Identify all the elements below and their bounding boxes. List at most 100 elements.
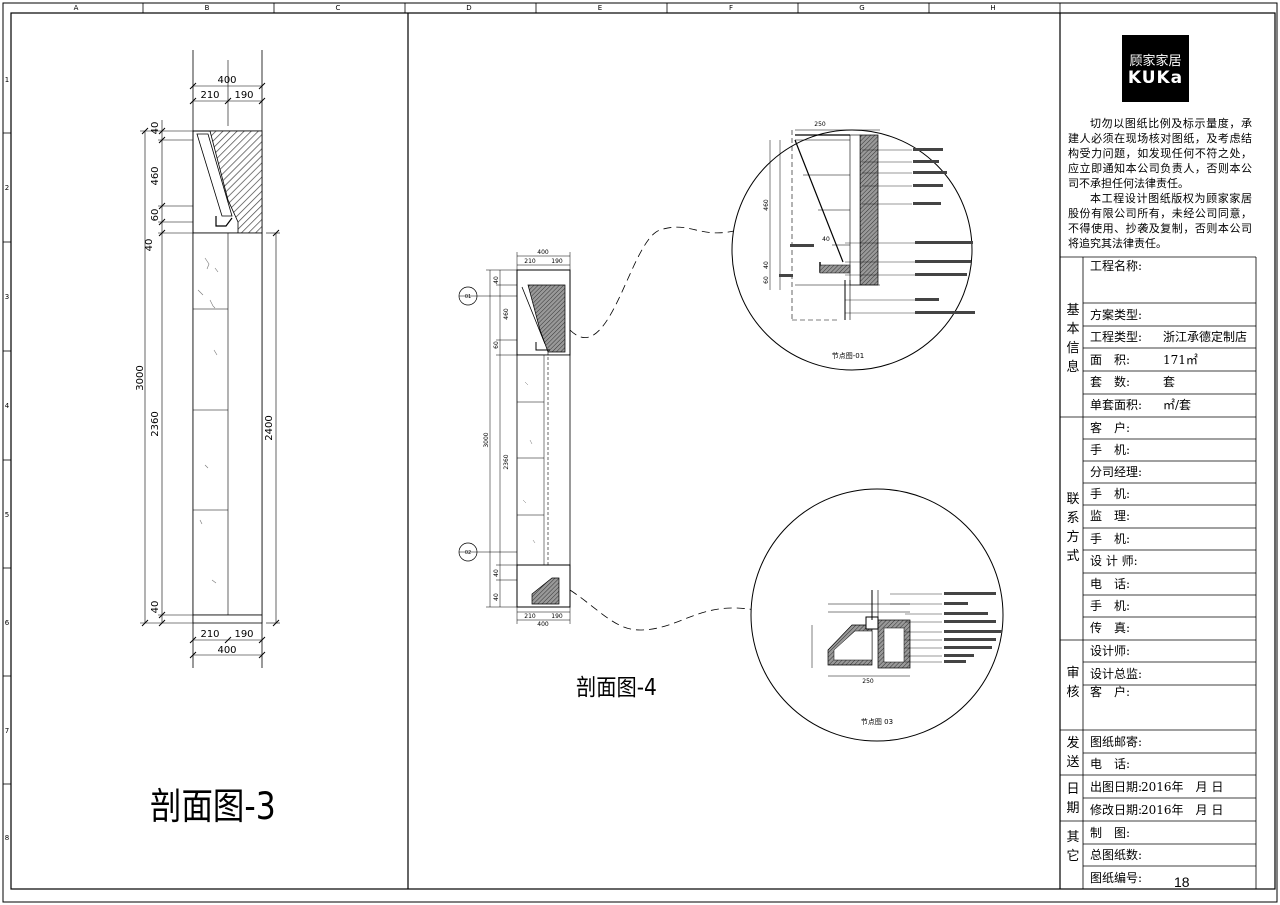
- marker-01-label: 01: [465, 294, 471, 300]
- grid-side-7: 7: [5, 727, 9, 735]
- supervisor-label: 监 理:: [1090, 509, 1131, 523]
- d01-dim-left: 40: [822, 236, 830, 243]
- review-designer-label: 设计师:: [1090, 644, 1131, 658]
- section-4-drawing: [458, 226, 756, 631]
- scheme-type-label: 方案类型:: [1090, 308, 1143, 322]
- unit-area-label: 单套面积:: [1090, 398, 1143, 412]
- area-value: 171㎡: [1163, 353, 1198, 367]
- unit-area-value: ㎡/套: [1163, 398, 1192, 412]
- detail-01-circle: [731, 129, 975, 371]
- s3-dim-2400: 2400: [264, 415, 275, 440]
- logo-en-text: KUKa: [1127, 68, 1184, 88]
- grid-top-ticks: [142, 3, 1061, 13]
- project-name-label: 工程名称:: [1090, 259, 1143, 273]
- s4-dim-40c: 40: [493, 593, 500, 601]
- detail-01-labels: 250 460 40 40 60 节点图-01: [763, 121, 864, 360]
- d01-dim-top: 250: [814, 121, 826, 128]
- sheet-no-value: 18: [1174, 874, 1190, 890]
- category-basic-info: 基本信息: [1066, 303, 1080, 375]
- category-other: 其它: [1066, 830, 1080, 864]
- phone-label-3: 手 机:: [1090, 532, 1131, 546]
- drawing-label: 制 图:: [1090, 826, 1131, 840]
- designer-label: 设 计 师:: [1090, 554, 1138, 568]
- s3-dim-60: 60: [150, 209, 161, 222]
- section-3-drawing: [140, 50, 280, 668]
- grid-top-labels: A B C D E F G H: [74, 4, 996, 12]
- section-4-dimensions: 400 210 190 210 190 400 40 460 60 3000 2…: [465, 249, 563, 628]
- detail-01-caption: 节点图-01: [832, 352, 864, 360]
- grid-side-5: 5: [5, 511, 9, 519]
- d01-dim-60: 60: [763, 276, 770, 284]
- grid-label-f: F: [729, 4, 733, 12]
- copyright-notice: 切勿以图纸比例及标示量度，承建人必须在现场核对图纸，及考虑结构受力问题，如发现任…: [1068, 116, 1252, 251]
- inner-frame: [10, 12, 1276, 890]
- s4-dim-top-left: 210: [524, 258, 536, 265]
- d01-dim-small: 40: [763, 261, 770, 269]
- review-client-label: 客 户:: [1090, 685, 1131, 699]
- logo-cn-text: 顾家家居: [1129, 54, 1182, 69]
- phone-label-4: 手 机:: [1090, 599, 1131, 613]
- kuka-logo: 顾家家居 KUKa: [1122, 35, 1189, 102]
- category-contact: 联系方式: [1066, 492, 1080, 564]
- section-3-dimensions: 400 210 190 210 190 400 40 460 60 40 300…: [135, 75, 275, 656]
- sheet-no-label: 图纸编号:: [1090, 871, 1143, 885]
- s3-dim-460: 460: [150, 166, 161, 185]
- grid-side-6: 6: [5, 619, 10, 627]
- grid-side-1: 1: [5, 76, 9, 84]
- s3-dim-40a: 40: [150, 122, 161, 135]
- grid-label-e: E: [598, 4, 602, 12]
- sets-label: 套 数:: [1090, 375, 1131, 389]
- grid-label-c: C: [336, 4, 341, 12]
- grid-label-d: D: [466, 4, 471, 12]
- s3-dim-bot-right: 190: [234, 629, 253, 640]
- sets-value: 套: [1163, 375, 1176, 389]
- s4-dim-460: 460: [503, 308, 510, 320]
- s3-dim-2360: 2360: [150, 411, 161, 436]
- title-block-grid: [1060, 256, 1257, 889]
- s4-dim-60: 60: [493, 341, 500, 349]
- fax-label: 传 真:: [1090, 621, 1131, 635]
- category-review: 审核: [1066, 666, 1080, 700]
- grid-side-3: 3: [5, 293, 9, 301]
- detail-03-circle: [750, 488, 1004, 742]
- s3-dim-bot-left: 210: [200, 629, 219, 640]
- area-label: 面 积:: [1090, 353, 1131, 367]
- grid-label-h: H: [990, 4, 995, 12]
- grid-side-labels: 1 2 3 4 5 6 7 8: [5, 76, 10, 842]
- s4-dim-bot-left: 210: [524, 613, 536, 620]
- detail-03-caption: 节点图 03: [861, 718, 893, 726]
- detail-03-labels: 250 节点图 03: [861, 678, 893, 726]
- grid-label-g: G: [859, 4, 864, 12]
- s3-dim-top-total: 400: [217, 75, 236, 86]
- branch-manager-label: 分司经理:: [1090, 465, 1143, 479]
- category-date: 日期: [1066, 782, 1080, 816]
- design-director-label: 设计总监:: [1090, 667, 1143, 681]
- s4-dim-bot-total: 400: [537, 621, 549, 628]
- s3-dim-40b: 40: [144, 239, 155, 252]
- total-sheets-label: 总图纸数:: [1090, 848, 1143, 862]
- grid-side-8: 8: [5, 834, 9, 842]
- notice-para-1: 切勿以图纸比例及标示量度，承建人必须在现场核对图纸，及考虑结构受力问题，如发现任…: [1068, 117, 1252, 190]
- s4-dim-3000: 3000: [483, 432, 490, 447]
- s4-dim-bot-right: 190: [551, 613, 563, 620]
- phone-label-2: 手 机:: [1090, 487, 1131, 501]
- s4-dim-top-total: 400: [537, 249, 549, 256]
- marker-02-label: 02: [465, 550, 471, 556]
- s3-dim-top-left: 210: [200, 90, 219, 101]
- issue-date-label: 出图日期:: [1090, 780, 1143, 794]
- grid-label-a: A: [74, 4, 79, 12]
- grid-side-4: 4: [5, 402, 10, 410]
- mail-dept-label: 图纸邮寄:: [1090, 735, 1143, 749]
- tel-label: 电 话:: [1090, 577, 1131, 591]
- revise-date-value: 2016年 月 日: [1141, 803, 1224, 817]
- grid-side-2: 2: [5, 184, 9, 192]
- s3-dim-top-right: 190: [234, 90, 253, 101]
- client-label: 客 户:: [1090, 421, 1131, 435]
- grid-side-ticks: [3, 132, 11, 785]
- s3-dim-40c: 40: [150, 601, 161, 614]
- s3-dim-bot-total: 400: [217, 645, 236, 656]
- d01-dim-mid: 460: [763, 199, 770, 211]
- issue-date-value: 2016年 月 日: [1141, 780, 1224, 794]
- send-tel-label: 电 话:: [1090, 757, 1131, 771]
